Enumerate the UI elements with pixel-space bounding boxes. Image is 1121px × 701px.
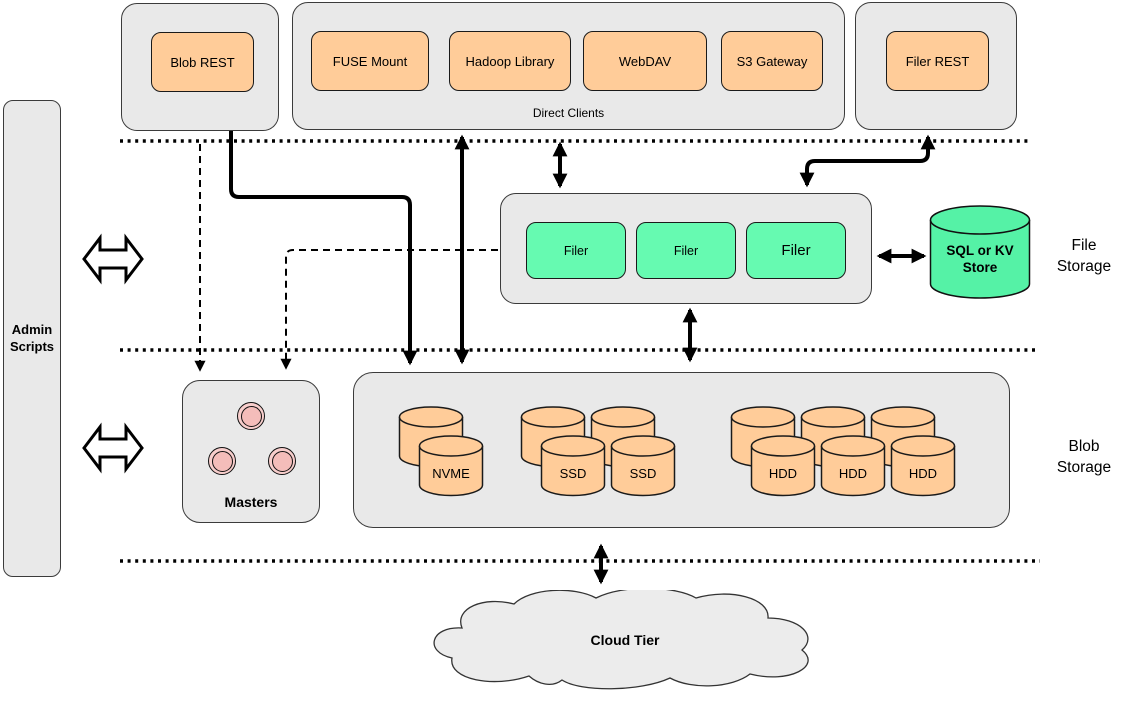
webdav-node: WebDAV bbox=[583, 31, 707, 91]
direct-clients-group: FUSE Mount Hadoop Library WebDAV S3 Gate… bbox=[292, 2, 845, 130]
ssd-disk-cylinder: SSD bbox=[610, 435, 676, 497]
hadoop-library-node: Hadoop Library bbox=[449, 31, 571, 91]
hdd-disk-cylinder: HDD bbox=[750, 435, 816, 497]
hdd-label: HDD bbox=[839, 466, 867, 481]
nvme-disk-cylinder: NVME bbox=[418, 435, 484, 497]
fuse-mount-node: FUSE Mount bbox=[311, 31, 429, 91]
file-storage-tier-label: File Storage bbox=[1056, 237, 1112, 275]
arrow-blobrest-to-blobstorage bbox=[229, 131, 418, 366]
admin-scripts-node: Admin Scripts bbox=[3, 100, 61, 577]
filer-rest-node: Filer REST bbox=[886, 31, 989, 91]
ssd-label: SSD bbox=[560, 466, 587, 481]
webdav-label: WebDAV bbox=[618, 53, 672, 69]
filer-rest-label: Filer REST bbox=[905, 53, 970, 69]
direct-clients-caption: Direct Clients bbox=[532, 106, 605, 120]
blob-rest-label: Blob REST bbox=[170, 54, 235, 70]
sql-kv-store-label: SQL or KV Store bbox=[946, 243, 1014, 275]
blob-rest-group: Blob REST bbox=[121, 3, 279, 131]
s3-gateway-label: S3 Gateway bbox=[736, 53, 808, 69]
filer-node-3: Filer bbox=[746, 222, 846, 279]
nvme-label: NVME bbox=[432, 466, 470, 481]
filer-label-2: Filer bbox=[673, 243, 699, 258]
admin-scripts-label: Admin Scripts bbox=[9, 321, 55, 354]
filer-rest-group: Filer REST bbox=[855, 2, 1017, 130]
filer-node-2: Filer bbox=[636, 222, 736, 279]
filer-label-1: Filer bbox=[563, 243, 589, 258]
filer-label-3: Filer bbox=[781, 242, 811, 259]
master-node-icon bbox=[208, 447, 236, 475]
hdd-label: HDD bbox=[769, 466, 797, 481]
admin-filestorage-doublearrow-icon bbox=[82, 233, 144, 285]
filer-cluster-group: Filer Filer Filer bbox=[500, 193, 872, 304]
arrow-filer-to-masters bbox=[280, 249, 498, 370]
fuse-mount-label: FUSE Mount bbox=[332, 53, 408, 69]
cloud-tier-shape bbox=[433, 590, 809, 690]
admin-blobstorage-doublearrow-icon bbox=[82, 422, 144, 474]
arrow-filerrest-filer bbox=[799, 134, 936, 188]
masters-label: Masters bbox=[224, 494, 278, 510]
s3-gateway-node: S3 Gateway bbox=[721, 31, 823, 91]
ssd-label: SSD bbox=[630, 466, 657, 481]
cloud-tier-label: Cloud Tier bbox=[590, 632, 660, 648]
sql-kv-store-cylinder bbox=[929, 205, 1031, 299]
filer-node-1: Filer bbox=[526, 222, 626, 279]
master-node-icon bbox=[268, 447, 296, 475]
blob-storage-group: NVME SSD SSD bbox=[353, 372, 1010, 528]
hdd-label: HDD bbox=[909, 466, 937, 481]
master-node-icon bbox=[237, 402, 265, 430]
ssd-disk-cylinder: SSD bbox=[540, 435, 606, 497]
hdd-disk-cylinder: HDD bbox=[820, 435, 886, 497]
hdd-disk-cylinder: HDD bbox=[890, 435, 956, 497]
blob-storage-tier-label: Blob Storage bbox=[1056, 438, 1112, 476]
hadoop-library-label: Hadoop Library bbox=[465, 53, 555, 69]
masters-group: Masters bbox=[182, 380, 320, 523]
blob-rest-node: Blob REST bbox=[151, 32, 254, 92]
